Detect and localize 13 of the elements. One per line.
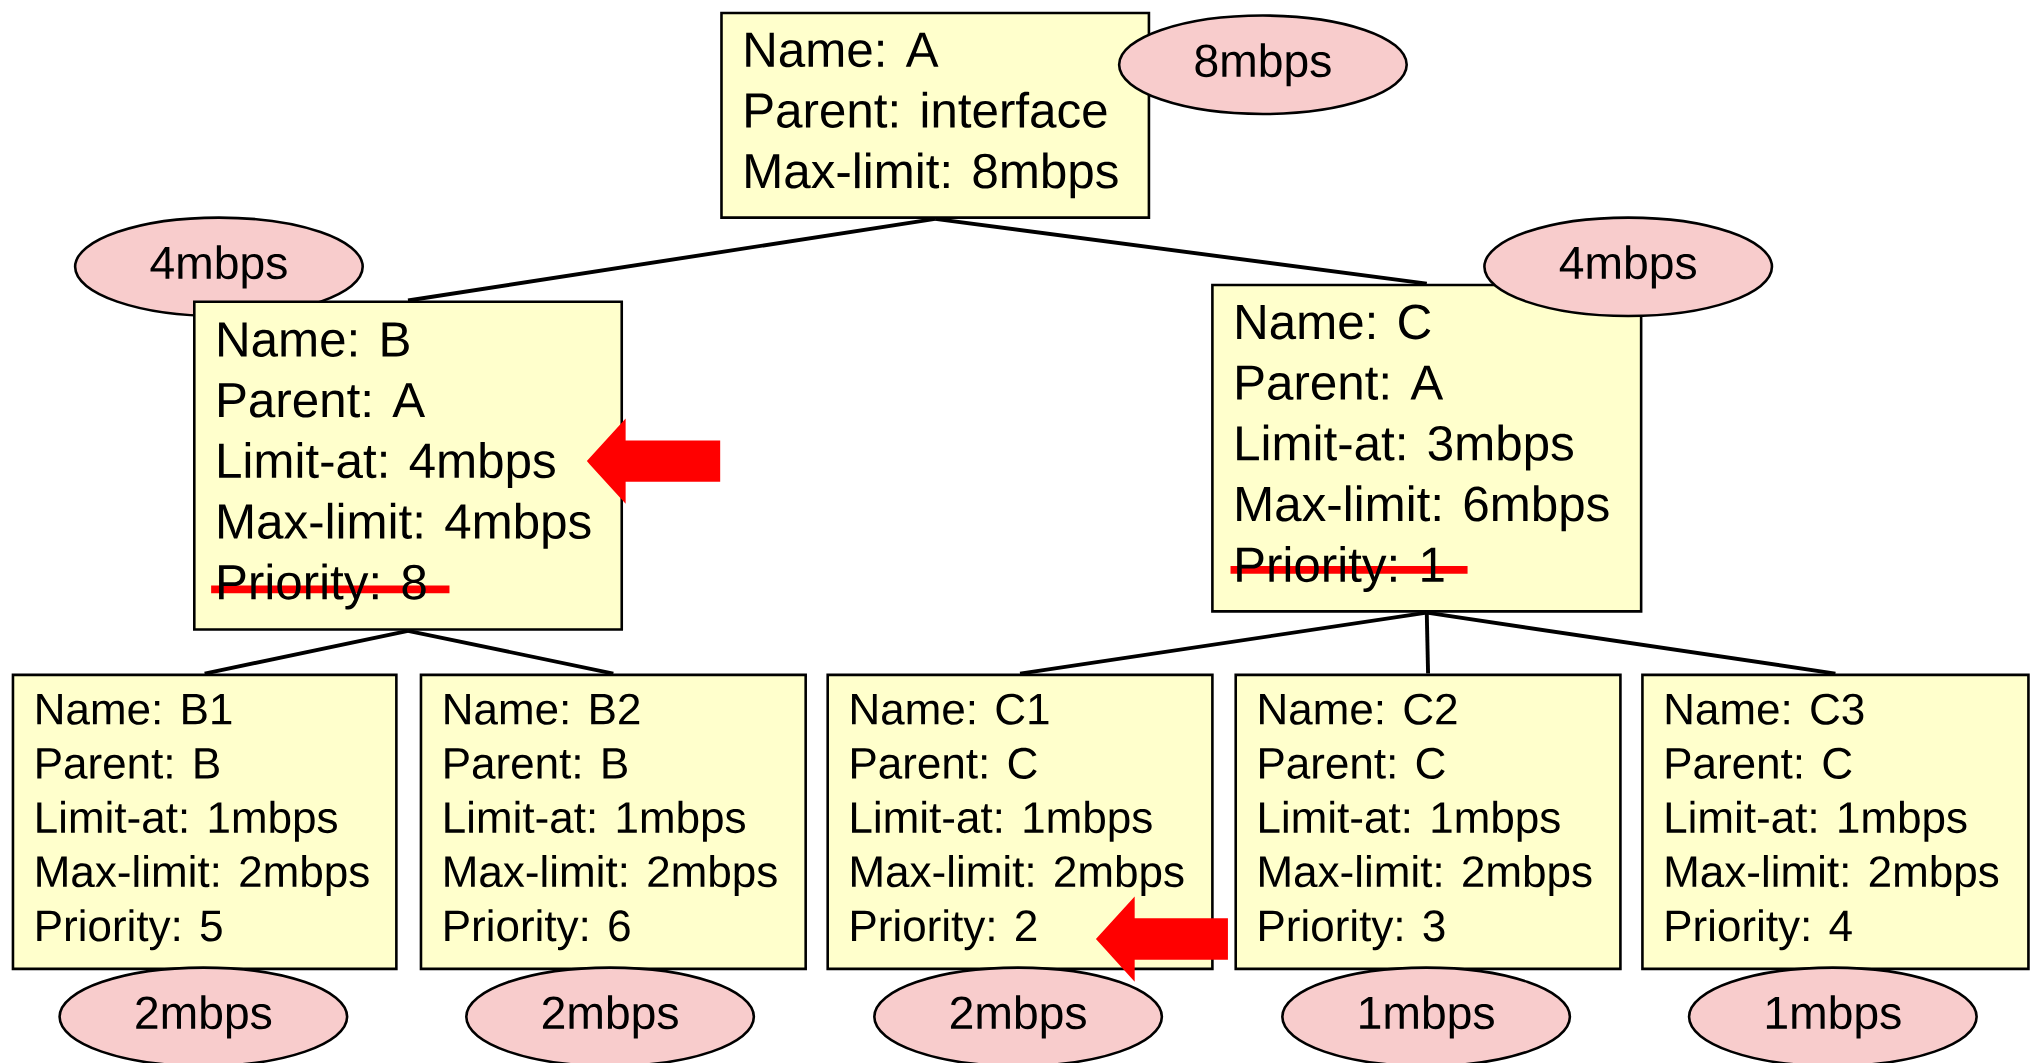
info-box: Name: B1 Parent: B Limit-at: 1mbps Max-limit: 2mbps Priority: 5 xyxy=(11,673,398,970)
info-box: Name: B2 Parent: B Limit-at: 1mbps Max-limit: 2mbps Priority: 6 xyxy=(419,673,807,970)
info-box: Name: C3 Parent: C Limit-at: 1mbps Max-limit: 2mbps Priority: 4 xyxy=(1641,673,2030,970)
connector-line xyxy=(407,216,936,303)
connector-line xyxy=(1424,612,1430,674)
info-box: Name: C2 Parent: C Limit-at: 1mbps Max-limit: 2mbps Priority: 3 xyxy=(1234,673,1622,970)
connector-line xyxy=(1426,610,1836,676)
connector-line xyxy=(407,628,614,676)
connector-line xyxy=(204,628,409,676)
info-box: Name: A Parent: interface Max-limit: 8mbps xyxy=(720,11,1151,219)
connector-line xyxy=(1019,610,1428,676)
info-box: Name: C1 Parent: C Limit-at: 1mbps Max-limit: 2mbps Priority: 2 xyxy=(826,673,1214,970)
connector-line xyxy=(934,216,1428,286)
